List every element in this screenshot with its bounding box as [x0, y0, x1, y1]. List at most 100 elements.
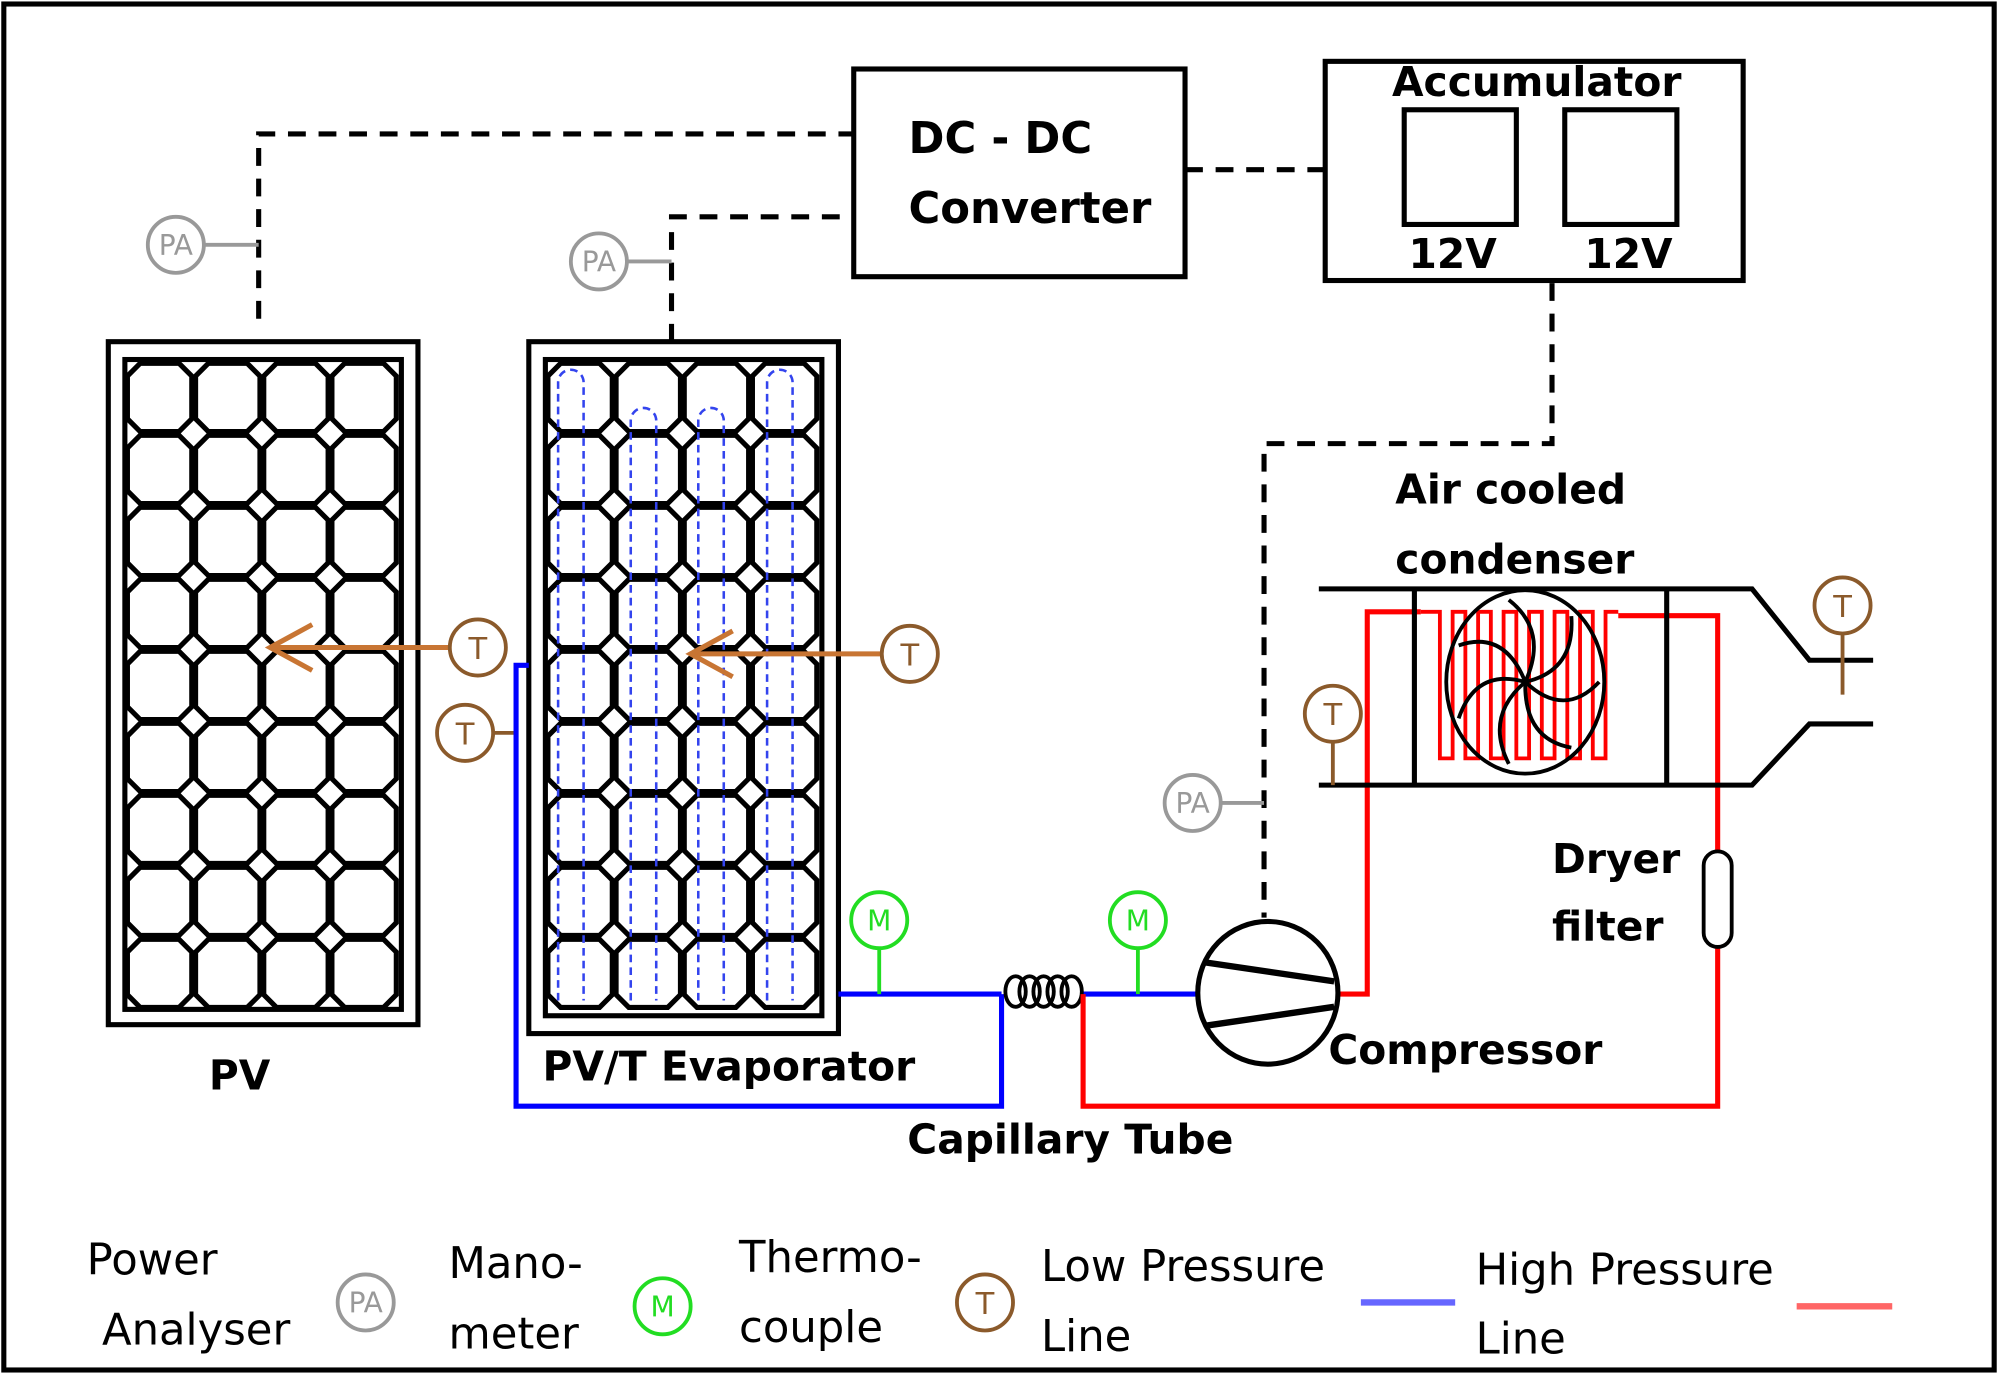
legend-text: Low Pressure — [1041, 1242, 1325, 1292]
thermocouple-icon — [955, 1272, 1015, 1333]
solar-cell — [193, 360, 263, 435]
pvt-label: PV/T Evaporator — [543, 1043, 916, 1091]
fan-blade — [1458, 639, 1528, 683]
power-analyser-compressor: PA — [1162, 773, 1265, 833]
solar-cell — [613, 648, 683, 723]
fan-blade — [1497, 680, 1527, 765]
refrigerant-tube — [765, 368, 794, 1001]
fan-blade — [1523, 680, 1601, 703]
pv-label: PV — [209, 1052, 271, 1100]
solar-cell — [193, 648, 263, 723]
solar-cell — [749, 432, 820, 507]
solar-cell — [613, 504, 683, 579]
solar-cell — [193, 720, 263, 795]
manometer-suction: M — [1107, 890, 1168, 995]
solar-cell — [681, 720, 752, 795]
condenser-label-2: condenser — [1395, 536, 1634, 584]
solar-cell — [613, 792, 683, 867]
fan-blade — [1524, 616, 1574, 684]
solar-cell — [545, 720, 615, 795]
legend-text: Mano- — [449, 1239, 583, 1289]
solar-cell — [681, 792, 752, 867]
dc-dc-converter: DC - DC Converter — [851, 66, 1188, 280]
solar-cell — [613, 576, 683, 651]
solar-cell — [681, 648, 752, 723]
legend-text: High Pressure — [1476, 1246, 1774, 1296]
solar-cell — [329, 792, 399, 867]
pa-label: PA — [159, 229, 193, 262]
solar-cell — [613, 360, 683, 435]
high-pressure-line-liquid — [1080, 943, 1721, 1109]
high-pressure-line-discharge — [1337, 609, 1421, 997]
thermocouple-label: T — [1832, 590, 1852, 625]
solar-cell — [329, 504, 399, 579]
solar-cell — [613, 936, 683, 1011]
solar-cell — [329, 648, 399, 723]
solar-cell — [545, 504, 615, 579]
solar-cell — [613, 432, 683, 507]
thermocouple-label: T — [1323, 698, 1343, 733]
battery-2 — [1562, 107, 1680, 228]
solar-cell — [193, 504, 263, 579]
wire-pv-to-converter — [256, 131, 854, 319]
wire-accumulator-to-compressor — [1261, 283, 1555, 918]
manometer-icon — [632, 1276, 693, 1337]
fan-blade — [1523, 681, 1572, 750]
solar-cell — [749, 792, 820, 867]
solar-cell — [681, 576, 752, 651]
legend-manometer: Mano- meter M — [449, 1239, 693, 1359]
solar-cell — [681, 504, 752, 579]
solar-cell — [329, 360, 399, 435]
solar-cell — [749, 576, 820, 651]
solar-cell — [329, 720, 399, 795]
power-analyser-pvt: PA — [568, 231, 672, 292]
accumulator: Accumulator 12V 12V — [1322, 58, 1746, 284]
legend-power-analyser: Power Analyser PA — [87, 1235, 396, 1356]
wire-pvt-to-converter — [668, 214, 854, 342]
solar-cell — [681, 432, 752, 507]
accumulator-label: Accumulator — [1392, 58, 1681, 106]
refrigerant-tube — [629, 406, 658, 1001]
solar-cell — [261, 360, 331, 435]
solar-cell — [545, 648, 615, 723]
solar-cell — [749, 360, 820, 435]
condenser-coil — [1420, 609, 1619, 761]
low-pressure-line-evap-inlet — [513, 662, 1005, 1109]
manometer-label: M — [867, 904, 891, 937]
solar-cell — [329, 432, 399, 507]
solar-cell — [124, 576, 195, 651]
power-analyser-icon — [335, 1272, 396, 1333]
solar-cell — [613, 864, 683, 939]
solar-cell — [261, 504, 331, 579]
solar-cell — [124, 360, 195, 435]
solar-cell — [261, 792, 331, 867]
solar-cell — [329, 864, 399, 939]
solar-cell — [193, 936, 263, 1011]
dryer-filter: Dryer filter — [1552, 835, 1734, 951]
legend-low-pressure: Low Pressure Line — [1041, 1242, 1456, 1362]
pvt-evaporator: PV/T Evaporator — [526, 339, 916, 1091]
capillary-label: Capillary Tube — [907, 1115, 1233, 1163]
solar-cell — [681, 864, 752, 939]
pa-label: PA — [582, 246, 616, 279]
solar-cell — [124, 864, 195, 939]
solar-cell — [124, 792, 195, 867]
power-analyser-icon — [145, 214, 206, 275]
compressor: Compressor — [1195, 918, 1602, 1074]
solar-cell — [545, 792, 615, 867]
manometer-evap-outlet: M — [849, 890, 910, 995]
solar-cell — [124, 504, 195, 579]
fan-icon — [1444, 588, 1607, 776]
solar-cell — [329, 576, 399, 651]
fan-blade — [1456, 676, 1526, 720]
dryer-label-2: filter — [1552, 903, 1663, 951]
solar-cell — [545, 432, 615, 507]
thermocouple-pvt: T — [685, 623, 940, 684]
thermocouple-evap-inlet: T — [435, 702, 517, 763]
solar-cell — [124, 720, 195, 795]
legend-text: Line — [1476, 1314, 1566, 1364]
solar-cell — [681, 936, 752, 1011]
pv-panel: PV — [105, 339, 421, 1100]
solar-cell — [749, 720, 820, 795]
